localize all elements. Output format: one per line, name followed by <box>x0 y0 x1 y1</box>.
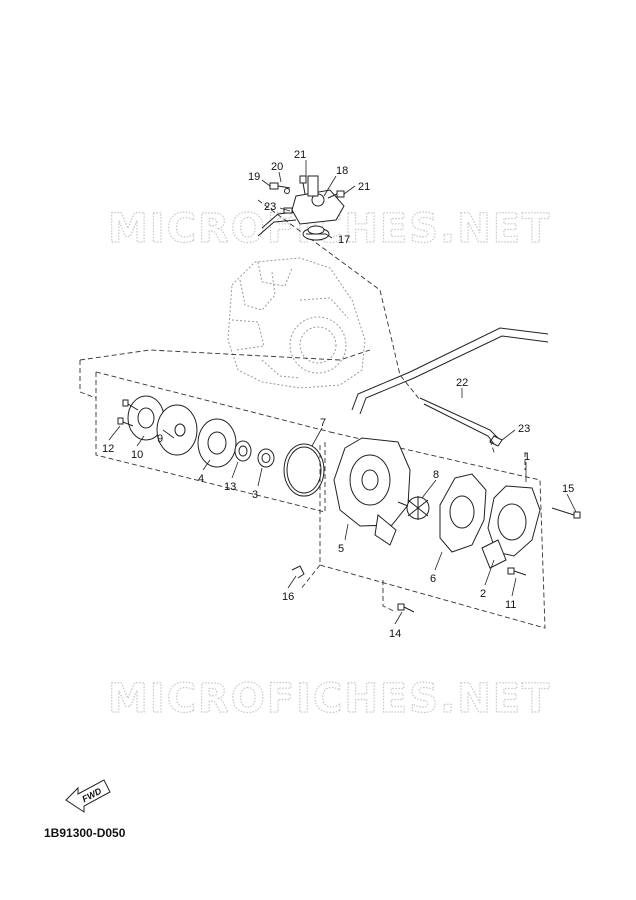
engine-head-ghost <box>227 257 366 389</box>
part-4-impeller-plate <box>197 418 237 468</box>
watermark-bottom: MICROFICHES.NET <box>108 676 551 722</box>
part-8-impeller <box>397 496 430 520</box>
callout-21a: 21 <box>294 149 306 161</box>
fwd-arrow-icon: FWD <box>65 779 111 813</box>
part-12-bolts <box>117 399 139 427</box>
part-23-clamp-lower <box>489 435 503 447</box>
part-13-seal <box>234 440 252 462</box>
part-9-gasket <box>156 404 198 456</box>
callout-7: 7 <box>320 417 326 429</box>
callout-14: 14 <box>389 628 401 640</box>
callout-5: 5 <box>338 543 344 555</box>
part-5-pump-housing <box>333 437 411 546</box>
part-2-pump-cover <box>481 485 541 569</box>
callout-22: 22 <box>456 377 468 389</box>
part-6-gasket <box>439 473 487 553</box>
callout-1: 1 <box>524 451 530 463</box>
callout-16: 16 <box>282 591 294 603</box>
assembly-guide-lines <box>79 199 546 629</box>
callout-numbers: 21 20 18 19 21 23 17 22 23 1 15 12 10 9 … <box>102 149 574 640</box>
callout-12: 12 <box>102 443 114 455</box>
callout-2: 2 <box>480 588 486 600</box>
long-bolts <box>397 507 581 613</box>
part-22-hose <box>351 327 549 445</box>
part-16-clip <box>291 565 305 579</box>
part-7-o-ring <box>283 443 325 497</box>
callout-3: 3 <box>252 489 258 501</box>
leader-lines <box>108 160 577 625</box>
part-17-thermostat <box>302 225 330 241</box>
callout-6: 6 <box>430 573 436 585</box>
callout-18: 18 <box>336 165 348 177</box>
callout-11: 11 <box>505 599 516 611</box>
callout-13: 13 <box>224 481 236 493</box>
diagram-code: 1B91300-D050 <box>44 826 126 840</box>
callout-23a: 23 <box>264 201 276 213</box>
callout-17: 17 <box>338 234 350 246</box>
callout-19: 19 <box>248 171 260 183</box>
callout-9: 9 <box>157 433 163 445</box>
part-18-thermostat-housing <box>291 175 345 225</box>
callout-4: 4 <box>198 473 204 485</box>
callout-20: 20 <box>271 161 283 173</box>
callout-15: 15 <box>562 483 574 495</box>
callout-21b: 21 <box>358 181 370 193</box>
part-3-bearing <box>257 448 275 468</box>
callout-10: 10 <box>131 449 143 461</box>
callout-23b: 23 <box>518 423 530 435</box>
callout-8: 8 <box>433 469 439 481</box>
